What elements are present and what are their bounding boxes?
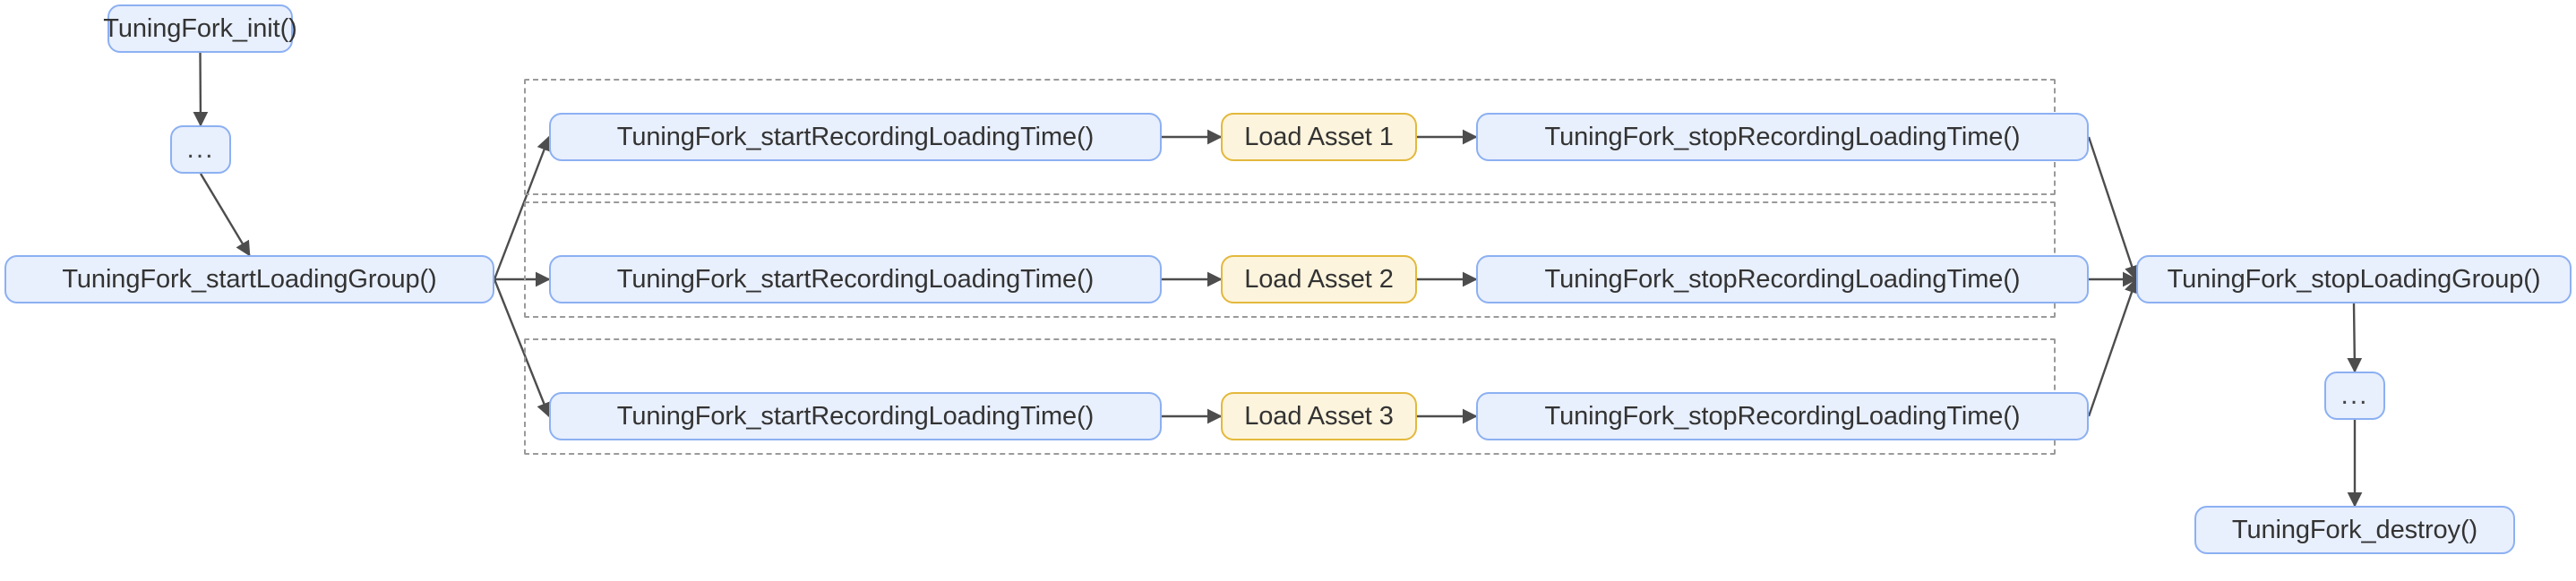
node-stop2[interactable]: TuningFork_stopRecordingLoadingTime() [1476,255,2089,303]
node-asset2[interactable]: Load Asset 2 [1221,255,1417,303]
edge-stop1-to-stopGroup [2087,136,2140,281]
node-stopGroup[interactable]: TuningFork_stopLoadingGroup() [2136,255,2572,303]
node-stop1[interactable]: TuningFork_stopRecordingLoadingTime() [1476,113,2089,161]
node-startGroup[interactable]: TuningFork_startLoadingGroup() [4,255,494,303]
node-start3[interactable]: TuningFork_startRecordingLoadingTime() [549,392,1162,440]
node-init[interactable]: TuningFork_init() [103,4,297,53]
node-asset1[interactable]: Load Asset 1 [1221,113,1417,161]
edge-stop3-to-stopGroup [2087,278,2139,417]
node-start1[interactable]: TuningFork_startRecordingLoadingTime() [549,113,1162,161]
node-asset3[interactable]: Load Asset 3 [1221,392,1417,440]
node-dots_bottom[interactable]: ... [2324,372,2385,420]
node-stop3[interactable]: TuningFork_stopRecordingLoadingTime() [1476,392,2089,440]
node-start2[interactable]: TuningFork_startRecordingLoadingTime() [549,255,1162,303]
edge-init-to-dots_top [193,52,209,127]
edge-dots_top-to-startGroup [199,173,251,257]
edge-stopGroup-to-dots_bottom [2347,303,2363,373]
node-dots_top[interactable]: ... [170,125,231,174]
node-destroy[interactable]: TuningFork_destroy() [2194,506,2515,554]
